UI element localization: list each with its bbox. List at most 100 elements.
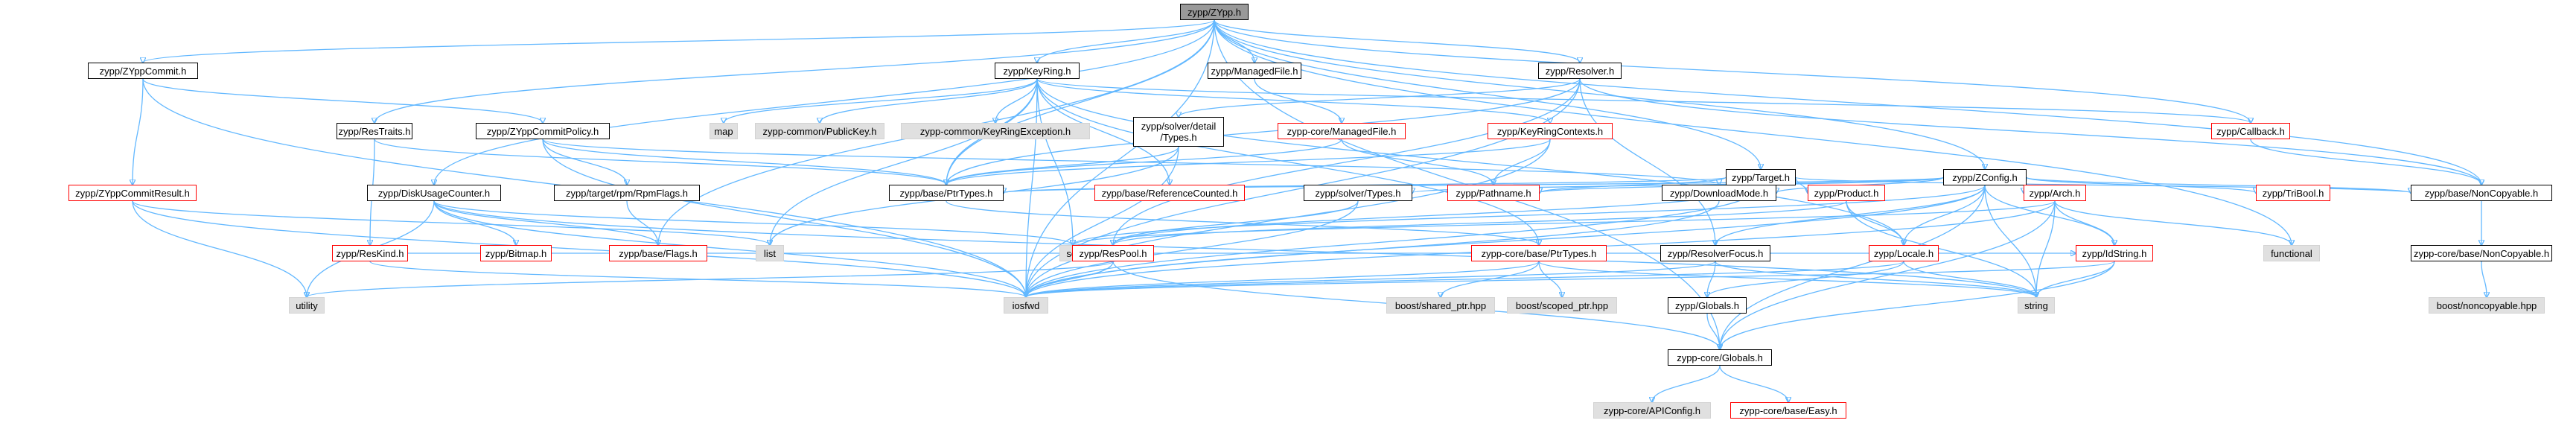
node-pathname-h[interactable]: zypp/Pathname.h — [1447, 185, 1540, 201]
node-keyringexception-h: zypp-common/KeyRingException.h — [901, 123, 1090, 139]
edge-diskusage-to-set — [433, 200, 1073, 245]
edge-krcontexts-to-pathname — [1493, 139, 1551, 185]
node-tribool-h[interactable]: zypp/TriBool.h — [2256, 185, 2330, 201]
node-core-base-ptrtypes-h[interactable]: zypp-core/base/PtrTypes.h — [1471, 245, 1607, 261]
node-arch-h[interactable]: zypp/Arch.h — [2024, 185, 2086, 201]
node-keyring-h[interactable]: zypp/KeyRing.h — [995, 63, 1080, 79]
edge-arch-to-string — [2036, 200, 2056, 297]
node-target-h[interactable]: zypp/Target.h — [1726, 169, 1796, 185]
edge-keyring-to-refcounted — [1036, 78, 1170, 185]
node-solver-types-h[interactable]: zypp/solver/Types.h — [1304, 185, 1412, 201]
node-respool-h[interactable]: zypp/ResPool.h — [1072, 245, 1154, 261]
edge-zconfig-to-noncopy — [2026, 177, 2411, 193]
node-locale-h[interactable]: zypp/Locale.h — [1869, 245, 1939, 261]
edge-idstring-to-iosfwd — [1026, 261, 2115, 297]
node-boost-noncopyable: boost/noncopyable.hpp — [2429, 297, 2545, 314]
edge-zypp-to-noncopy — [1214, 19, 2481, 185]
node-managedfile-h[interactable]: zypp/ManagedFile.h — [1208, 63, 1301, 79]
node-publickey-h: zypp-common/PublicKey.h — [755, 123, 884, 139]
node-zyppcommitpolicy-h[interactable]: zypp/ZYppCommitPolicy.h — [476, 123, 610, 139]
edge-krcontexts-to-ptrtypes — [946, 139, 1551, 185]
edge-commitresult-to-list — [132, 200, 770, 245]
edge-zconfig-to-coreglobals — [1720, 185, 1986, 349]
node-core-apiconfig-h: zypp-core/APIConfig.h — [1593, 402, 1711, 419]
edge-commitpolicy-to-iosfwd — [542, 139, 1026, 297]
edge-solverdetail-to-ptrtypes — [946, 146, 1179, 185]
edge-resfocus-to-iosfwd — [1026, 261, 1716, 297]
edge-product-to-string — [1846, 200, 2036, 297]
node-idstring-h[interactable]: zypp/IdString.h — [2076, 245, 2153, 261]
edge-product-to-respool — [1113, 200, 1847, 245]
edge-product-to-locale — [1846, 200, 1904, 245]
node-list: list — [756, 245, 784, 261]
node-reskind-h[interactable]: zypp/ResKind.h — [332, 245, 408, 261]
edge-arch-to-functional — [2054, 200, 2292, 245]
edge-zypp-to-resolver — [1214, 19, 1580, 63]
node-product-h[interactable]: zypp/Product.h — [1808, 185, 1885, 201]
edge-downloadmode-to-iosfwd — [1026, 200, 1720, 297]
node-restraits-h[interactable]: zypp/ResTraits.h — [337, 123, 412, 139]
edge-commit-to-commitpolicy — [142, 78, 543, 123]
edge-zypp-to-diskusage — [434, 19, 1215, 185]
node-iosfwd: iosfwd — [1004, 297, 1048, 314]
node-downloadmode-h[interactable]: zypp/DownloadMode.h — [1662, 185, 1776, 201]
node-solver-detail-types-h[interactable]: zypp/solver/detail /Types.h — [1133, 117, 1224, 147]
edge-restraits-to-ptrtypes — [374, 139, 946, 185]
node-base-ptrtypes-h[interactable]: zypp/base/PtrTypes.h — [889, 185, 1004, 201]
node-zconfig-h[interactable]: zypp/ZConfig.h — [1943, 169, 2027, 185]
edge-keyring-to-map — [724, 78, 1038, 123]
node-boost-shared-ptr: boost/shared_ptr.hpp — [1386, 297, 1495, 314]
edge-respool-to-utility — [307, 261, 1114, 297]
node-boost-scoped-ptr: boost/scoped_ptr.hpp — [1507, 297, 1617, 314]
node-utility: utility — [289, 297, 325, 314]
edge-keyring-to-publickey — [820, 78, 1038, 123]
node-globals-h[interactable]: zypp/Globals.h — [1668, 297, 1747, 314]
edge-commit-to-commitresult — [133, 78, 144, 185]
node-callback-h[interactable]: zypp/Callback.h — [2211, 123, 2290, 139]
node-zyppcommitresult-h[interactable]: zypp/ZYppCommitResult.h — [68, 185, 197, 201]
edge-keyring-to-iosfwd — [1026, 78, 1038, 297]
edge-idstring-to-string — [2036, 261, 2115, 297]
edge-solvertypes-to-iosfwd — [1026, 200, 1359, 297]
edge-commitpolicy-to-rpmflags — [542, 139, 627, 185]
edge-coreglobals-to-easy — [1719, 365, 1788, 402]
node-diskusagecounter-h[interactable]: zypp/DiskUsageCounter.h — [367, 185, 501, 201]
edge-target-to-product — [1795, 177, 1808, 193]
edge-ptrtypes-to-coreptr — [946, 200, 1539, 245]
edge-coremanaged-to-ptrtypes — [946, 139, 1342, 185]
node-keyringcontexts-h[interactable]: zypp/KeyRingContexts.h — [1488, 123, 1613, 139]
edge-arch-to-idstring — [2054, 200, 2114, 245]
node-map: map — [710, 123, 738, 139]
node-zyppcommit-h[interactable]: zypp/ZYppCommit.h — [88, 63, 198, 79]
edge-corenoncopy-to-boostnoncopy — [2481, 261, 2487, 297]
node-core-noncopyable-h[interactable]: zypp-core/base/NonCopyable.h — [2411, 245, 2552, 261]
edge-zypp-to-restraits — [374, 19, 1215, 123]
edge-arch-to-set — [1073, 200, 2056, 245]
edge-diskusage-to-baseflags — [433, 200, 658, 245]
node-core-managedfile-h[interactable]: zypp-core/ManagedFile.h — [1278, 123, 1406, 139]
node-referencecounted-h[interactable]: zypp/base/ReferenceCounted.h — [1094, 185, 1245, 201]
node-resolverfocus-h[interactable]: zypp/ResolverFocus.h — [1660, 245, 1770, 261]
node-base-noncopyable-h[interactable]: zypp/base/NonCopyable.h — [2411, 185, 2552, 201]
node-rpmflags-h[interactable]: zypp/target/rpm/RpmFlags.h — [554, 185, 700, 201]
edge-callback-to-noncopy — [2250, 139, 2481, 185]
node-resolver-h[interactable]: zypp/Resolver.h — [1538, 63, 1622, 79]
edge-coreptr-to-iosfwd — [1026, 261, 1540, 297]
edge-zconfig-to-locale — [1904, 185, 1986, 245]
edge-coreptr-to-sharedptr — [1441, 261, 1540, 297]
node-core-base-easy-h[interactable]: zypp-core/base/Easy.h — [1730, 402, 1846, 419]
edge-resolver-to-noncopy — [1579, 78, 2481, 185]
edge-commitpolicy-to-ptrtypes — [542, 139, 946, 185]
node-bitmap-h[interactable]: zypp/Bitmap.h — [480, 245, 552, 261]
edge-locale-to-iosfwd — [1026, 261, 1904, 297]
node-zypp-h[interactable]: zypp/ZYpp.h — [1180, 4, 1249, 20]
edge-zypp-to-keyring — [1037, 19, 1215, 63]
edge-zconfig-to-set — [1073, 185, 1986, 245]
node-base-flags-h[interactable]: zypp/base/Flags.h — [609, 245, 707, 261]
edge-keyring-to-list — [770, 78, 1038, 245]
node-core-globals-h[interactable]: zypp-core/Globals.h — [1668, 349, 1772, 366]
node-string: string — [2018, 297, 2055, 314]
edge-solverdetail-to-iosfwd — [1026, 146, 1179, 297]
edge-managedfile-to-coremanaged — [1254, 78, 1342, 123]
